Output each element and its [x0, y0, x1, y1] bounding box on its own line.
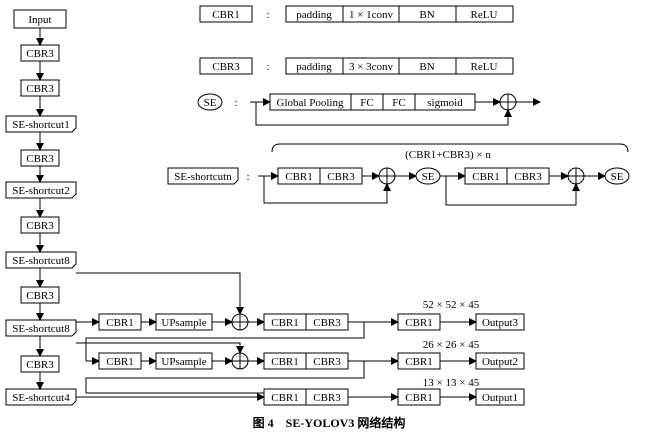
- legend-se-pooling: Global Pooling: [277, 97, 344, 109]
- legend-cbr1: CBR1 : padding 1 × 1conv BN ReLU: [199, 5, 514, 23]
- concat-cross: [232, 314, 248, 330]
- output1-label: Output1: [482, 392, 518, 404]
- legend-cbr3-bn: BN: [419, 61, 434, 73]
- head-cbr1-label: CBR1: [271, 356, 299, 368]
- head-cbr3-label: CBR3: [313, 356, 341, 368]
- output3-box: [475, 313, 525, 331]
- residual-connection: [263, 176, 391, 204]
- legend-cbr1-relu: ReLU: [471, 9, 498, 21]
- output3-label: Output3: [482, 317, 519, 329]
- detection-head: CBR1 UPsample CBR1 CBR3 CBR1 52 × 52 × 4…: [76, 272, 525, 406]
- legend-cbr3: CBR3 : padding 3 × 3conv BN ReLU: [199, 57, 514, 75]
- se-shortcut4-block: [5, 388, 77, 406]
- cbr3-label: CBR3: [26, 48, 54, 60]
- output1-box: [475, 388, 525, 406]
- cbr3-label: CBR3: [26, 153, 54, 165]
- se-shortcut2-label: SE-shortcut2: [12, 185, 69, 197]
- se-shortcut8-label: SE-shortcut8: [12, 323, 70, 335]
- output2-label: Output2: [482, 356, 518, 368]
- head-cbr1-label: CBR1: [271, 317, 299, 329]
- legend-cbr1-bn: BN: [419, 9, 434, 21]
- legend-se-ellipse: [197, 93, 223, 111]
- legend-cbr3-name: CBR3: [212, 61, 240, 73]
- shortcut-cbr3-label: CBR3: [327, 171, 355, 183]
- repeat-brace: [271, 143, 629, 153]
- legend-cbr3-relu: ReLU: [471, 61, 498, 73]
- legend-cbr1-padding: padding: [296, 9, 332, 21]
- shortcut-se-label: SE: [611, 171, 624, 183]
- head-cbr1-label: CBR1: [405, 356, 433, 368]
- legend-colon: :: [266, 9, 269, 21]
- route-connection: [85, 361, 365, 394]
- route-connection: [76, 342, 244, 354]
- legend-se-shortcut-name: SE-shortcutn: [174, 171, 232, 183]
- se-shortcut1-block: [5, 115, 77, 133]
- legend-se-name: SE: [204, 97, 217, 109]
- legend-cbr1-name-box: [199, 5, 253, 23]
- legend-se-fc1: FC: [360, 97, 373, 109]
- output2-size: 26 × 26 × 45: [423, 339, 480, 351]
- shortcut-cbr1-label: CBR1: [285, 171, 313, 183]
- shortcut-se-ellipse-2: [604, 167, 630, 185]
- concat-cross: [232, 353, 248, 369]
- se-shortcut8-block-2: [5, 319, 77, 337]
- shortcut-cbr3-label: CBR3: [514, 171, 542, 183]
- multiply-cross: [500, 94, 516, 110]
- legend-se-sigmoid: sigmoid: [427, 97, 463, 109]
- head-cbr3-label: CBR3: [313, 392, 341, 404]
- shortcut-se-label: SE: [422, 171, 435, 183]
- add-cross: [568, 168, 584, 184]
- legend-colon: :: [266, 61, 269, 73]
- cbr3-label: CBR3: [26, 359, 54, 371]
- backbone: Input CBR3 CBR3 SE-shortcut1 CBR3 SE-sho…: [5, 9, 77, 406]
- legend-se-shortcut: (CBR1+CBR3) × n SE-shortcutn : CBR1 CBR3…: [167, 143, 630, 206]
- repeat-label: (CBR1+CBR3) × n: [405, 149, 491, 161]
- legend-cbr1-conv: 1 × 1conv: [349, 9, 394, 21]
- se-shortcut4-label: SE-shortcut4: [12, 392, 70, 404]
- legend-se: SE : Global Pooling FC FC sigmoid: [197, 93, 541, 126]
- legend-cbr3-padding: padding: [296, 61, 332, 73]
- route-connection: [85, 322, 365, 365]
- legend-cbr3-conv: 3 × 3conv: [349, 61, 394, 73]
- se-shortcut1-label: SE-shortcut1: [12, 119, 69, 131]
- output1-size: 13 × 13 × 45: [423, 377, 480, 389]
- output3-size: 52 × 52 × 45: [423, 299, 480, 311]
- cbr3-label: CBR3: [26, 290, 54, 302]
- legend-colon: :: [246, 171, 249, 183]
- residual-connection: [445, 176, 580, 206]
- cbr3-label: CBR3: [26, 220, 54, 232]
- head-cbr1-label: CBR1: [405, 317, 433, 329]
- add-cross: [379, 168, 395, 184]
- shortcut-cbr1-label: CBR1: [472, 171, 500, 183]
- head-cbr1-label: CBR1: [106, 356, 134, 368]
- route-connection: [76, 272, 244, 315]
- head-cbr1-label: CBR1: [271, 392, 299, 404]
- head-cbr3-label: CBR3: [313, 317, 341, 329]
- legend-part-box: [455, 5, 514, 23]
- legend-part-box: [455, 57, 514, 75]
- upsample-label: UPsample: [161, 356, 206, 368]
- input-label: Input: [28, 14, 51, 26]
- output2-box: [475, 352, 525, 370]
- upsample-label: UPsample: [161, 317, 206, 329]
- cbr3-label: CBR3: [26, 83, 54, 95]
- figure-caption: 图 4 SE-YOLOV3 网络结构: [253, 415, 406, 430]
- se-shortcut8-label: SE-shortcut8: [12, 255, 70, 267]
- head-cbr1-label: CBR1: [106, 317, 134, 329]
- legend-se-fc2: FC: [392, 97, 405, 109]
- legend-cbr3-name-box: [199, 57, 253, 75]
- head-cbr1-label: CBR1: [405, 392, 433, 404]
- se-skip-connection: [255, 102, 512, 126]
- legend-colon: :: [234, 97, 237, 109]
- legend-cbr1-name: CBR1: [212, 9, 240, 21]
- se-shortcut2-block: [5, 181, 77, 199]
- se-shortcut8-block-1: [5, 251, 77, 269]
- legend-se-shortcut-block: [167, 167, 239, 185]
